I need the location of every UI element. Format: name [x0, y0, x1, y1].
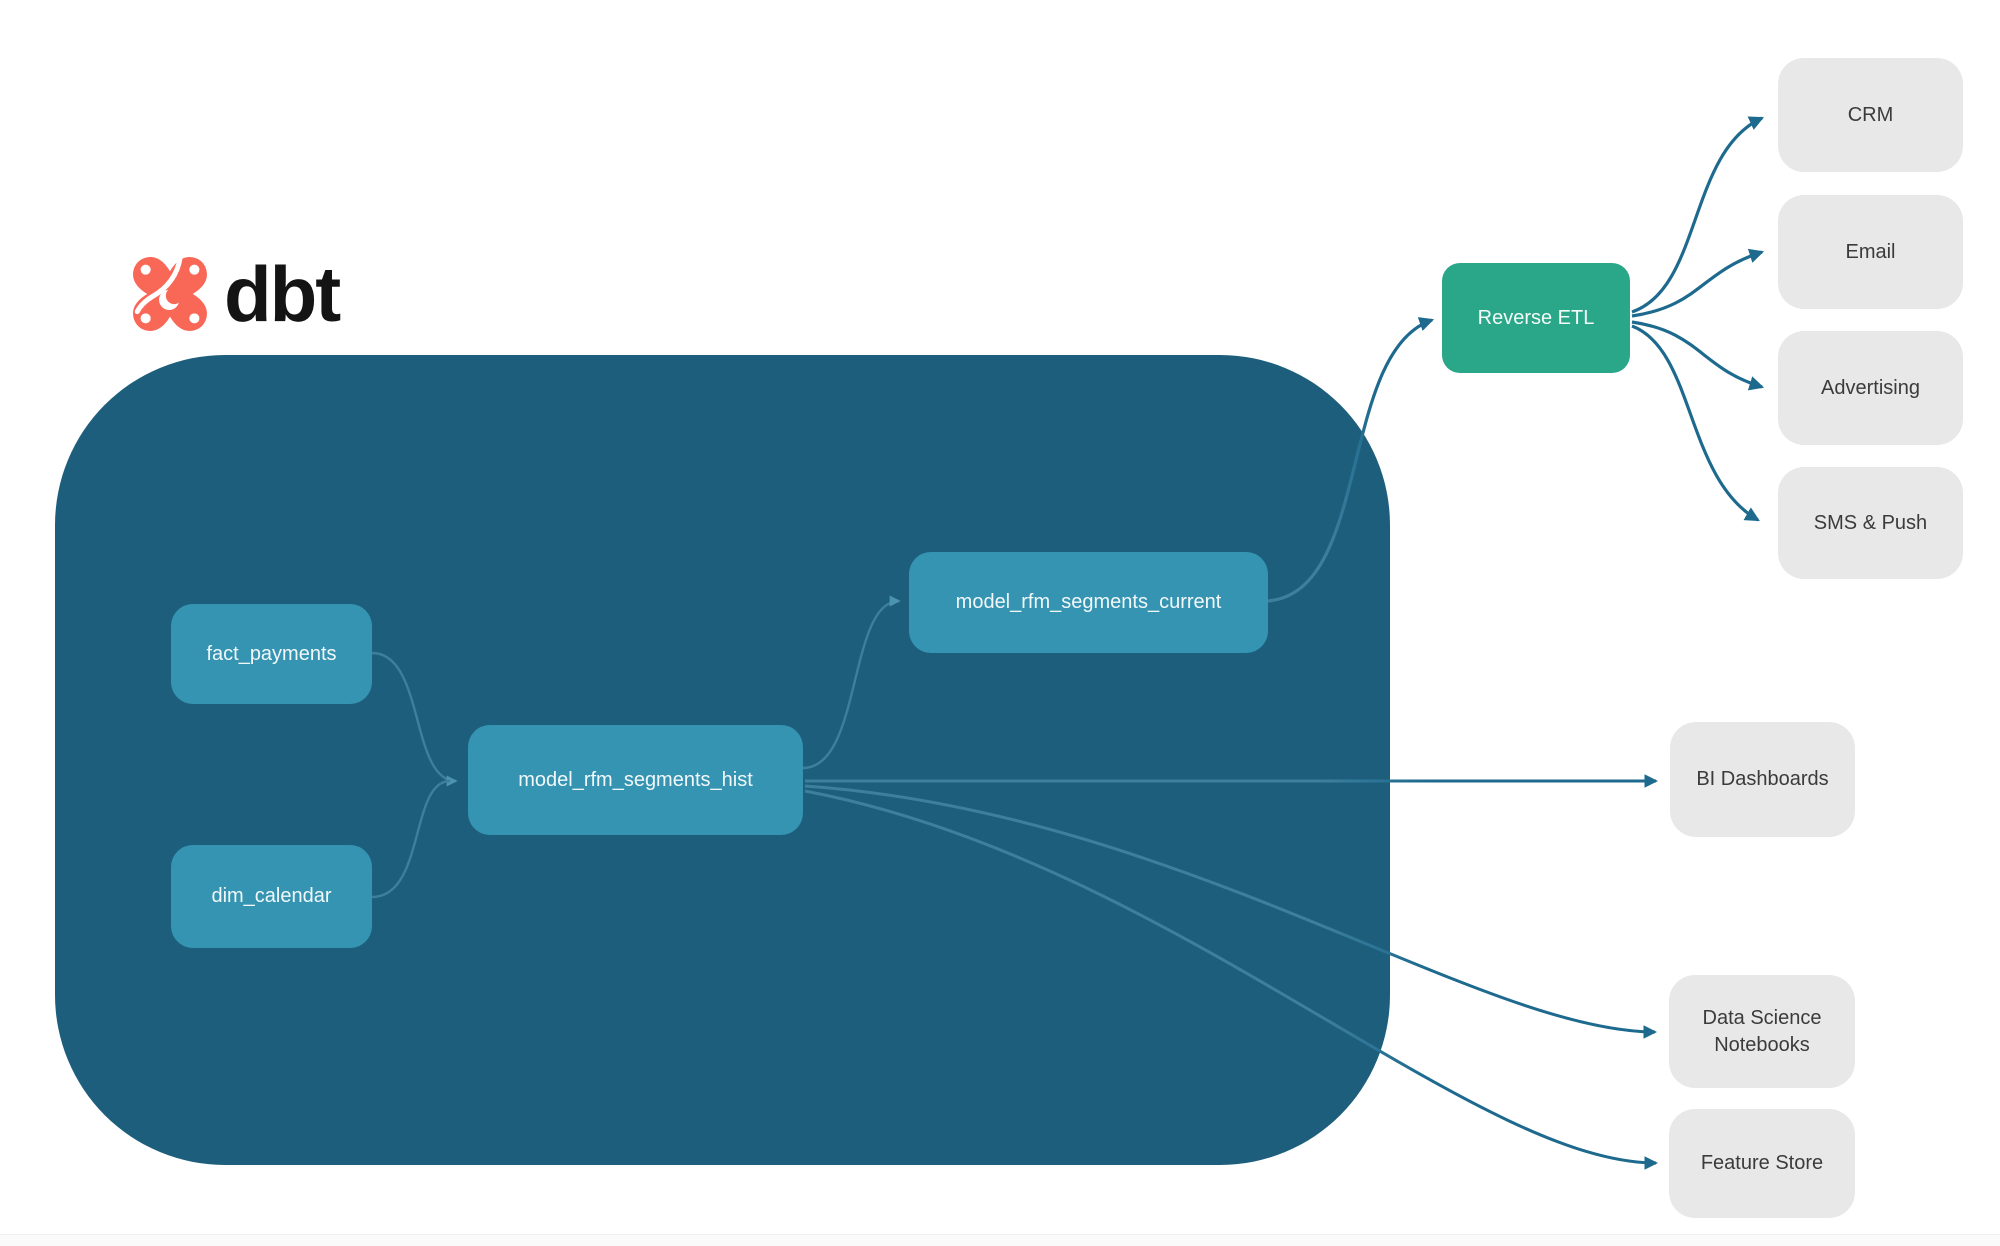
- node-bi-dashboards: BI Dashboards: [1670, 722, 1855, 837]
- dbt-logo: dbt: [128, 250, 341, 338]
- node-sms-push-label: SMS & Push: [1813, 511, 1928, 534]
- edge-reverse-etl-to-email: [1631, 248, 1765, 318]
- node-reverse-etl-label: Reverse ETL: [1477, 306, 1595, 329]
- node-advertising: Advertising: [1778, 331, 1963, 445]
- node-data-science-notebooks: Data Science Notebooks: [1669, 975, 1855, 1088]
- node-reverse-etl: Reverse ETL: [1442, 263, 1630, 373]
- edge-reverse-etl-to-sms-push: [1631, 324, 1760, 522]
- edge-reverse-etl-to-advertising: [1631, 320, 1765, 391]
- bottom-edge-strip: [0, 1234, 2000, 1246]
- node-sms-push: SMS & Push: [1778, 467, 1963, 579]
- node-crm: CRM: [1778, 58, 1963, 172]
- node-bi-dashboards-label: BI Dashboards: [1696, 768, 1829, 790]
- node-email: Email: [1778, 195, 1963, 309]
- node-dim-calendar: dim_calendar: [171, 845, 372, 948]
- node-feature-store-label: Feature Store: [1700, 1152, 1824, 1174]
- node-crm-label: CRM: [1847, 103, 1894, 126]
- dbt-logo-icon: [133, 255, 207, 331]
- edge-reverse-etl-to-crm: [1631, 116, 1765, 314]
- node-model-rfm-segments-current-label: model_rfm_segments_current: [955, 591, 1222, 613]
- node-feature-store: Feature Store: [1669, 1109, 1855, 1218]
- node-data-science-notebooks-label: Data Science Notebooks: [1702, 1006, 1822, 1056]
- node-email-label: Email: [1845, 240, 1896, 263]
- node-advertising-label: Advertising: [1821, 376, 1920, 399]
- node-dim-calendar-label: dim_calendar: [211, 885, 332, 907]
- node-model-rfm-segments-hist-label: model_rfm_segments_hist: [518, 768, 753, 791]
- node-model-rfm-segments-current: model_rfm_segments_current: [909, 552, 1268, 653]
- dbt-logo-wordmark: dbt: [224, 250, 341, 338]
- node-model-rfm-segments-hist: model_rfm_segments_hist: [468, 725, 803, 835]
- node-fact-payments-label: fact_payments: [206, 642, 337, 665]
- node-fact-payments: fact_payments: [171, 604, 372, 704]
